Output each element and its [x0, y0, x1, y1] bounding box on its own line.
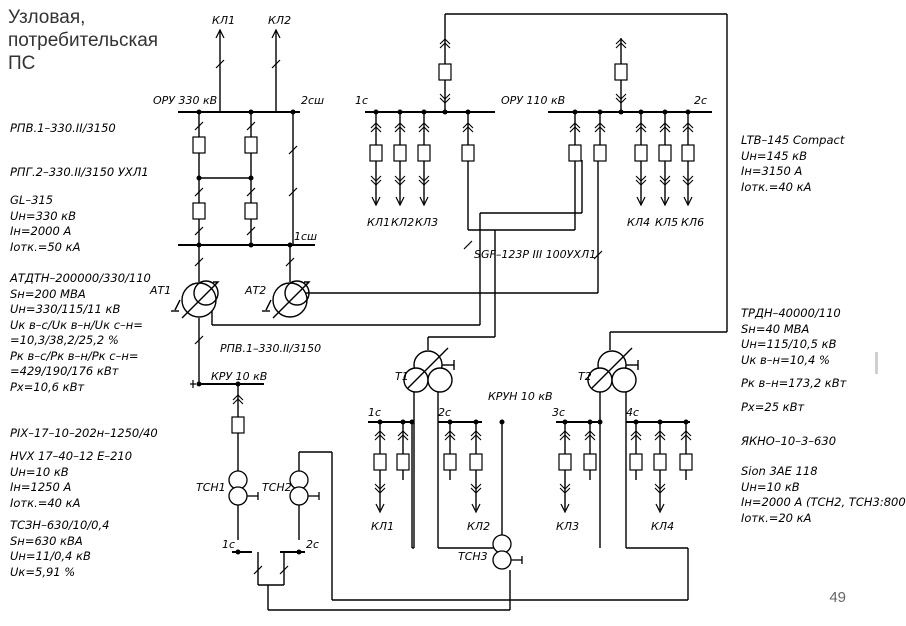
- spec-line: =429/190/176 кВт: [10, 364, 119, 378]
- spec-atdtn: АТДТН–200000/330/110 Sн=200 МВА Uн=330/1…: [10, 271, 151, 395]
- spec-line: =10,3/38,2/25,2 %: [10, 333, 119, 347]
- spec-pk: Pк в–н=173,2 кВт: [741, 376, 847, 390]
- label-krun-kl3: КЛ3: [556, 520, 579, 533]
- label-krun-kl2: КЛ2: [467, 520, 490, 533]
- autotransformers: [171, 280, 311, 319]
- spec-gl315: GL–315 Uн=330 кВ Iн=2000 А Iотк.=50 кА: [10, 193, 80, 255]
- spec-line: HVX 17–40–12 E–210: [10, 449, 133, 463]
- spec-line: Uн=10 кВ: [10, 464, 69, 479]
- diagram-labels: КЛ1 КЛ2 ОРУ 330 кВ 2сш 1сш 1с ОРУ 110 кВ…: [149, 14, 707, 563]
- label-aux-sec2: 2с: [306, 538, 319, 551]
- slide-title: Узловая, потребительская ПС: [8, 6, 158, 75]
- scroll-edge-marker: [875, 352, 878, 374]
- spec-line: Uн=145 кВ: [741, 148, 808, 163]
- label-bus-1sh: 1сш: [294, 230, 317, 243]
- spec-line: Sion 3AE 118: [741, 464, 818, 478]
- label-110-sec2: 2с: [694, 94, 707, 107]
- line-arrows: [190, 29, 693, 513]
- label-krun-kl1: КЛ1: [371, 520, 394, 533]
- spec-line: Uн=330/115/11 кВ: [10, 302, 121, 316]
- label-t2: Т2: [578, 370, 592, 383]
- label-110-kl3: КЛ3: [415, 216, 438, 229]
- spec-line: Uн=10 кВ: [741, 479, 800, 494]
- title-line-3: ПС: [8, 53, 36, 74]
- spec-line: Iотк.=40 кА: [10, 495, 81, 510]
- label-t1: Т1: [395, 370, 409, 383]
- spec-rpg2: РПГ.2–330.II/3150 УХЛ1: [10, 165, 149, 179]
- label-110-kl2: КЛ2: [391, 216, 414, 229]
- spec-line: Iн=3150 А: [741, 164, 803, 178]
- label-110-kl4: КЛ4: [627, 216, 650, 229]
- spec-line: Sн=630 кВА: [10, 533, 83, 548]
- label-sgf: SGF–123P III 100УХЛ1: [474, 248, 596, 261]
- label-aux-sec1: 1с: [222, 538, 235, 551]
- spec-line: Uн=115/10,5 кВ: [741, 337, 837, 351]
- spec-px: Pх=25 кВт: [741, 400, 805, 414]
- spec-hvx: HVX 17–40–12 E–210 Uн=10 кВ Iн=1250 А Iо…: [10, 449, 132, 511]
- spec-line: Uн=330 кВ: [10, 208, 77, 223]
- label-krun-sec1: 1с: [368, 406, 381, 419]
- label-krun-kl4: КЛ4: [651, 520, 674, 533]
- spec-line: Pк в–с/Pк в–н/Pк с–н=: [10, 348, 139, 363]
- label-at2: АТ2: [244, 284, 266, 297]
- spec-line: Sн=200 МВА: [10, 286, 86, 301]
- spec-line: GL–315: [10, 193, 54, 207]
- page-number: 49: [829, 589, 846, 606]
- spec-line: ТСЗН–630/10/0,4: [10, 518, 110, 532]
- label-top-kl2: КЛ2: [268, 14, 291, 27]
- spec-line: ТРДН–40000/110: [741, 306, 841, 320]
- spec-trdn: ТРДН–40000/110 Sн=40 МВА Uн=115/10,5 кВ …: [741, 306, 841, 368]
- spec-yakno: ЯКНО–10–3–630: [741, 434, 837, 448]
- power-transformers: [403, 347, 639, 393]
- spec-line: Iн=2000 А (ТСН2, ТСН3:800: [741, 495, 906, 509]
- spec-line: Uк=5,91 %: [10, 564, 76, 579]
- label-tsn1: ТСН1: [196, 481, 226, 494]
- label-top-kl1: КЛ1: [212, 14, 235, 27]
- spec-line: Iотк.=20 кА: [741, 510, 812, 525]
- label-ory110: ОРУ 110 кВ: [501, 94, 565, 107]
- spec-ltb145: LTB–145 Compact Uн=145 кВ Iн=3150 А Iотк…: [741, 133, 844, 195]
- label-110-kl6: КЛ6: [681, 216, 704, 229]
- wiring: [178, 13, 728, 611]
- label-krun10: КРУН 10 кВ: [488, 390, 553, 403]
- spec-line: Sн=40 МВА: [741, 321, 810, 336]
- spec-line: Iотк.=50 кА: [10, 239, 81, 254]
- label-rpv-below: РПВ.1–330.II/3150: [220, 342, 321, 355]
- spec-tszn: ТСЗН–630/10/0,4 Sн=630 кВА Uн=11/0,4 кВ …: [10, 518, 109, 580]
- label-tsn2: ТСН2: [262, 481, 292, 494]
- title-line-2: потребительская: [8, 30, 159, 51]
- label-110-kl1: КЛ1: [367, 216, 390, 229]
- spec-line: Uк в–н=10,4 %: [741, 352, 830, 367]
- title-line-1: Узловая,: [8, 7, 86, 28]
- single-line-diagram: КЛ1 КЛ2 ОРУ 330 кВ 2сш 1сш 1с ОРУ 110 кВ…: [149, 13, 728, 611]
- spec-line: Iотк.=40 кА: [741, 179, 812, 194]
- spec-sion: Sion 3AE 118 Uн=10 кВ Iн=2000 А (ТСН2, Т…: [741, 464, 906, 526]
- spec-line: АТДТН–200000/330/110: [10, 271, 151, 285]
- label-110-sec1: 1с: [355, 94, 368, 107]
- label-krun-sec2: 2с: [438, 406, 451, 419]
- spec-line: Iн=1250 А: [10, 480, 72, 494]
- label-kru10: КРУ 10 кВ: [211, 370, 267, 383]
- spec-line: Pх=10,6 кВт: [10, 379, 85, 394]
- spec-line: LTB–145 Compact: [741, 133, 845, 147]
- spec-line: Uк в–с/Uк в–н/Uк с–н=: [10, 317, 143, 332]
- spec-rpv1: РПВ.1–330.II/3150: [10, 121, 116, 135]
- withdrawable-contacts: [232, 38, 694, 494]
- label-110-kl5: КЛ5: [655, 216, 678, 229]
- label-krun-sec4: 4с: [626, 406, 639, 419]
- junction-dots: [196, 109, 691, 555]
- label-at1: АТ1: [149, 284, 171, 297]
- spec-line: Uн=11/0,4 кВ: [10, 549, 91, 563]
- label-ory330: ОРУ 330 кВ: [153, 94, 217, 107]
- label-krun-sec3: 3с: [552, 406, 565, 419]
- spec-pix: PIX–17–10–202н–1250/40: [10, 426, 158, 440]
- label-tsn3: ТСН3: [458, 550, 488, 563]
- spec-line: Iн=2000 А: [10, 224, 72, 238]
- label-bus-2sh: 2сш: [301, 94, 324, 107]
- aux-transformers: [228, 470, 523, 570]
